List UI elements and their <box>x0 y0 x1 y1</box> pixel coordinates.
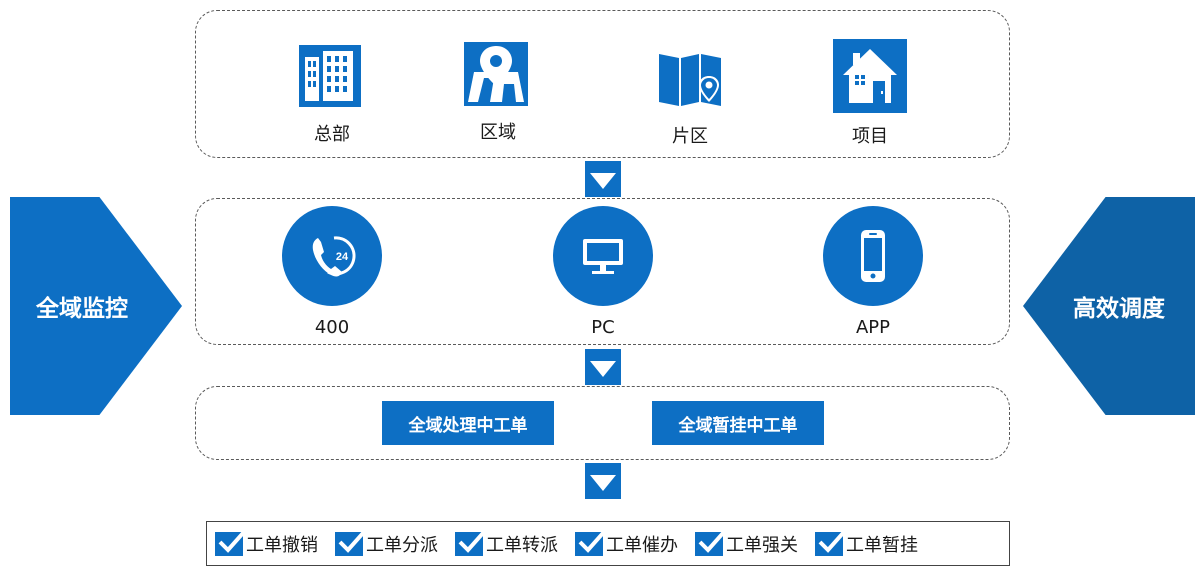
down-arrow-icon <box>585 161 621 197</box>
suspended-work-orders-button[interactable]: 全域暂挂中工单 <box>652 401 824 445</box>
processing-work-orders-button[interactable]: 全域处理中工单 <box>382 401 554 445</box>
checkbox-checked-icon <box>215 530 245 556</box>
operation-label: 工单催办 <box>606 534 678 556</box>
levels-box <box>195 10 1010 158</box>
checkbox-checked-icon <box>575 530 605 556</box>
operation-label: 工单分派 <box>366 534 438 556</box>
work-orders-box <box>195 386 1010 460</box>
monitor-icon <box>553 206 653 306</box>
phone-24-icon: 24 <box>282 206 382 306</box>
down-arrow-icon <box>585 349 621 385</box>
operation-item-suspend[interactable]: 工单暂挂 <box>815 530 918 557</box>
right-arrow-efficient-dispatch: 高效调度 <box>1023 197 1195 415</box>
operation-label: 工单转派 <box>486 534 558 556</box>
left-arrow-label: 全域监控 <box>36 296 128 322</box>
operation-item-dispatch[interactable]: 工单分派 <box>335 530 438 557</box>
operation-label: 工单撤销 <box>246 534 318 556</box>
right-arrow-label: 高效调度 <box>1073 296 1165 322</box>
channel-label-400: 400 <box>314 317 350 338</box>
level-label-region: 区域 <box>480 122 516 143</box>
channel-label-app: APP <box>855 317 891 338</box>
operation-label: 工单强关 <box>726 534 798 556</box>
down-arrow-icon <box>585 463 621 499</box>
operation-label: 工单暂挂 <box>846 534 918 556</box>
operation-item-force-close[interactable]: 工单强关 <box>695 530 798 557</box>
folded-map-icon <box>659 54 721 106</box>
channels-box <box>195 198 1010 345</box>
operation-item-urge[interactable]: 工单催办 <box>575 530 678 557</box>
checkbox-checked-icon <box>815 530 845 556</box>
left-arrow-global-monitoring: 全域监控 <box>10 197 182 415</box>
level-label-project: 项目 <box>852 126 888 147</box>
map-pin-icon <box>464 42 528 106</box>
checkbox-checked-icon <box>455 530 485 556</box>
house-icon <box>833 39 907 113</box>
smartphone-icon <box>823 206 923 306</box>
svg-text:24: 24 <box>336 251 349 263</box>
operations-box: 工单撤销 工单分派 工单转派 工单催办 工单强关 工单暂挂 <box>206 521 1010 566</box>
level-label-area: 片区 <box>672 126 708 147</box>
operation-item-cancel[interactable]: 工单撤销 <box>215 530 318 557</box>
level-label-hq: 总部 <box>314 124 350 145</box>
channel-label-pc: PC <box>591 317 615 338</box>
operation-item-reassign[interactable]: 工单转派 <box>455 530 558 557</box>
checkbox-checked-icon <box>695 530 725 556</box>
checkbox-checked-icon <box>335 530 365 556</box>
office-building-icon <box>299 45 361 107</box>
